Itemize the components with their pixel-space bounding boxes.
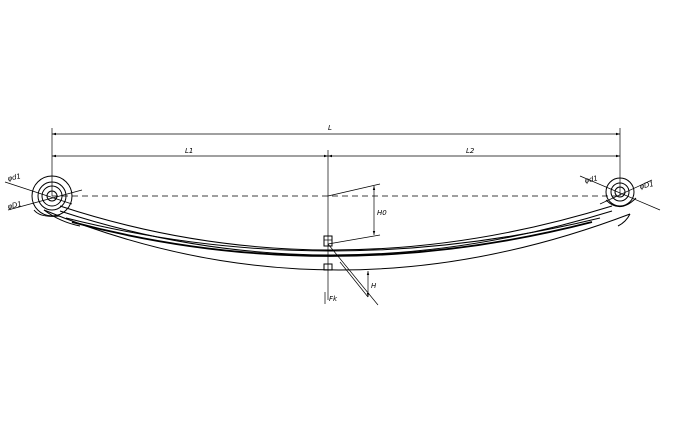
left-length-label: L1 bbox=[185, 147, 193, 155]
leaf-stack bbox=[43, 205, 631, 271]
center-bolt bbox=[323, 235, 333, 271]
camber-label: H0 bbox=[377, 209, 387, 217]
left-eye-inner-label: φD1 bbox=[7, 200, 23, 211]
overall-length-dimension: L bbox=[51, 124, 621, 196]
left-eye-outer-label: φd1 bbox=[7, 172, 22, 183]
left-spring-eye: φd1 φD1 bbox=[4, 172, 83, 217]
camber-dimension: H0 bbox=[327, 183, 387, 245]
overall-length-label: L bbox=[328, 124, 332, 132]
load-height-dimension: H bbox=[327, 243, 379, 306]
right-eye-outer-label: φd1 bbox=[584, 174, 599, 185]
force-label: Fk bbox=[329, 295, 338, 303]
right-length-label: L2 bbox=[466, 147, 475, 155]
right-eye-inner-label: φD1 bbox=[639, 180, 655, 191]
right-spring-eye: φd1 φD1 bbox=[579, 174, 661, 211]
load-height-label: H bbox=[371, 282, 377, 290]
half-length-dimensions: L1 L2 bbox=[52, 147, 620, 158]
force-marker: Fk bbox=[324, 292, 338, 304]
